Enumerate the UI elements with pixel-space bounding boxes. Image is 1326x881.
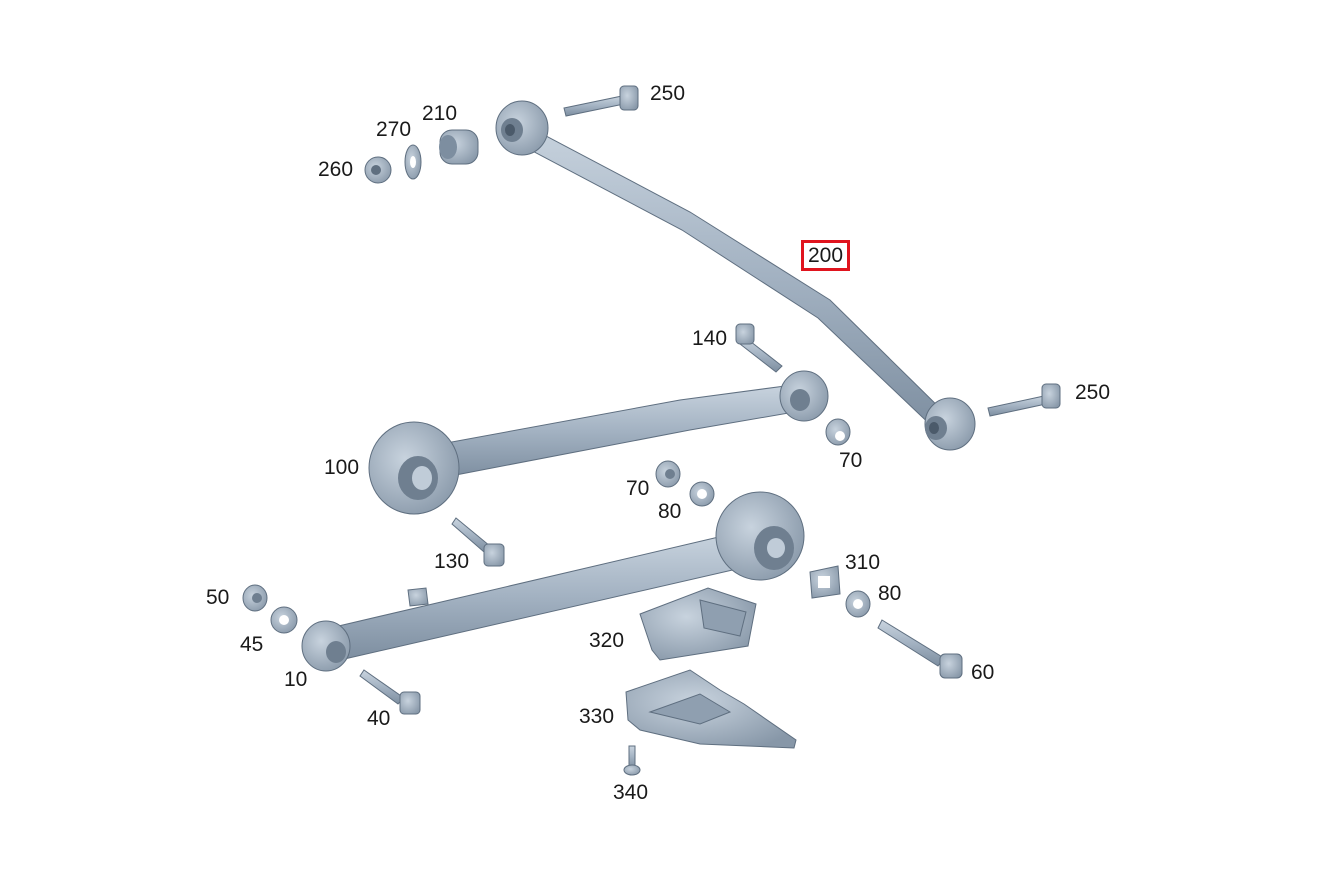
callout-140[interactable]: 140: [692, 327, 728, 350]
nut-70-right: [825, 418, 851, 446]
callout-70-right[interactable]: 70: [839, 449, 863, 472]
bolt-250-lower: [987, 383, 1061, 417]
callout-250-upper[interactable]: 250: [650, 82, 686, 105]
washer-80-mid: [689, 481, 715, 507]
cover-330: [625, 669, 797, 749]
nut-260: [364, 156, 392, 184]
screw-340: [623, 745, 641, 776]
rod-200: [495, 100, 976, 451]
washer-80-right: [845, 590, 871, 618]
bracket-320: [639, 587, 757, 661]
washer-270: [404, 144, 422, 180]
nut-50: [242, 584, 268, 612]
bolt-250-upper: [563, 85, 639, 117]
callout-100[interactable]: 100: [324, 456, 360, 479]
bolt-40: [359, 669, 421, 715]
callout-70-mid[interactable]: 70: [626, 477, 650, 500]
callout-210[interactable]: 210: [422, 102, 458, 125]
arm-10: [301, 491, 805, 672]
callout-270[interactable]: 270: [376, 118, 412, 141]
callout-200-highlighted[interactable]: 200: [801, 240, 851, 271]
callout-330[interactable]: 330: [579, 705, 615, 728]
callout-60[interactable]: 60: [971, 661, 995, 684]
callout-10[interactable]: 10: [284, 668, 308, 691]
clip-310: [809, 565, 841, 599]
nut-70-mid: [655, 460, 681, 488]
callout-250-lower[interactable]: 250: [1075, 381, 1111, 404]
callout-50[interactable]: 50: [206, 586, 230, 609]
callout-80-mid[interactable]: 80: [658, 500, 682, 523]
callout-340[interactable]: 340: [613, 781, 649, 804]
bushing-210: [439, 129, 479, 165]
callout-260[interactable]: 260: [318, 158, 354, 181]
callout-310[interactable]: 310: [845, 551, 881, 574]
callout-45[interactable]: 45: [240, 633, 264, 656]
bolt-60: [877, 619, 963, 679]
bolt-140: [735, 323, 783, 373]
bolt-130: [451, 517, 505, 567]
arm-100: [368, 370, 829, 515]
callout-320[interactable]: 320: [589, 629, 625, 652]
callout-130[interactable]: 130: [434, 550, 470, 573]
callout-80-right[interactable]: 80: [878, 582, 902, 605]
washer-45: [270, 606, 298, 634]
callout-40[interactable]: 40: [367, 707, 391, 730]
